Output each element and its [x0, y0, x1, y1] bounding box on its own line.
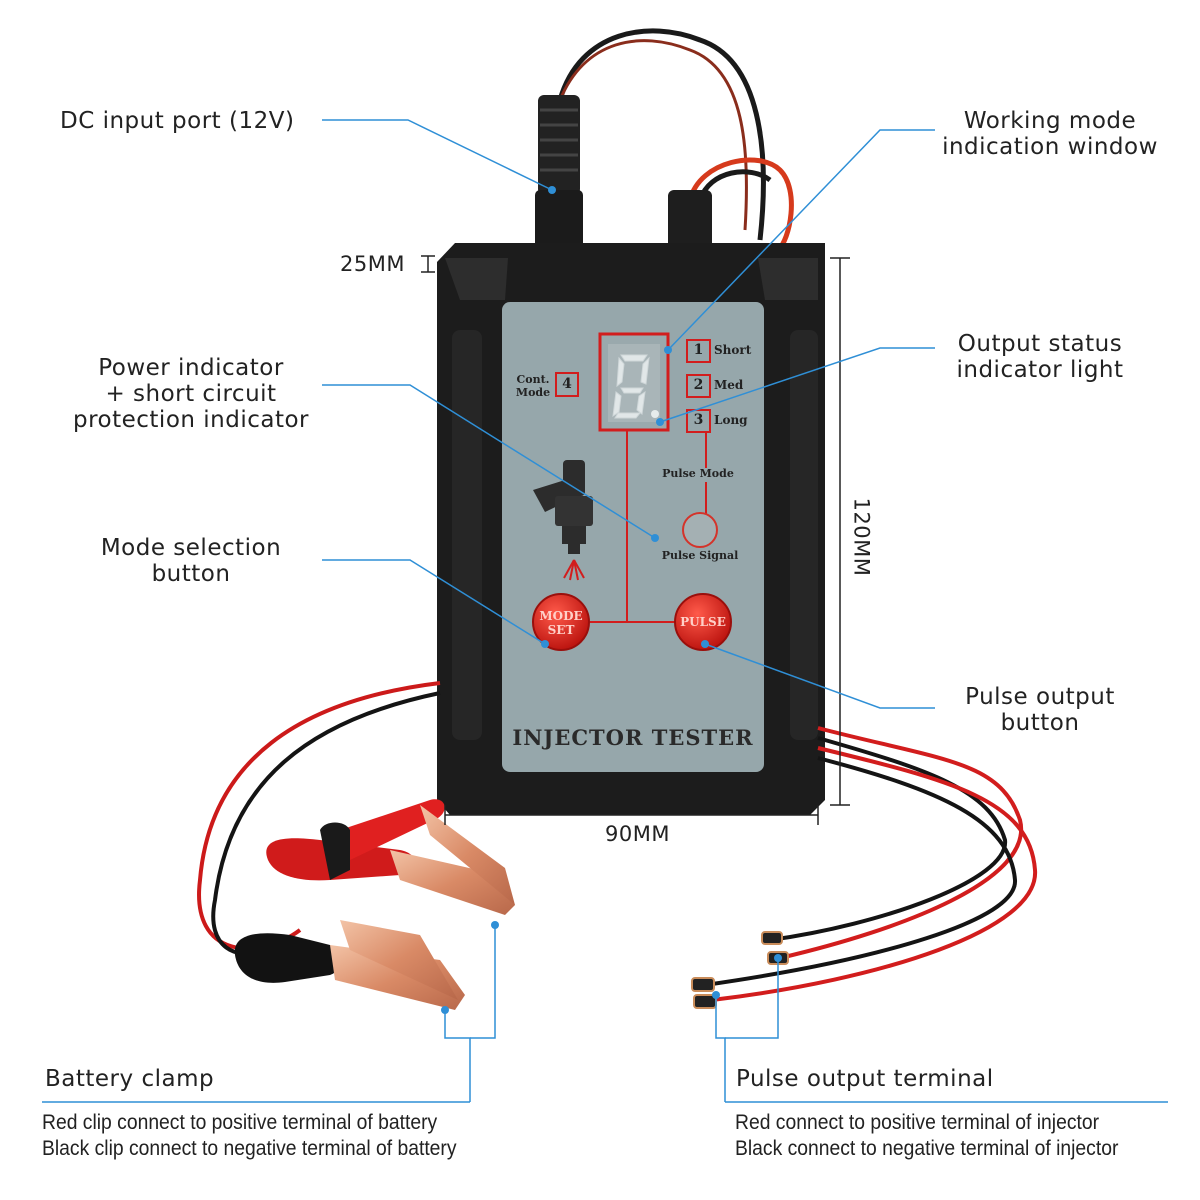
- power-indicator-line-3: protection indicator: [72, 407, 310, 433]
- mode-2-label: Med: [714, 378, 744, 392]
- cont-mode-label: Cont. Mode: [512, 373, 554, 399]
- pulse-output-wires: [691, 726, 1038, 1009]
- power-indicator-label: Power indicator + short circuit protecti…: [50, 355, 332, 433]
- pulse-output-line-2: button: [1000, 710, 1080, 736]
- dimension-lines: [421, 255, 850, 825]
- red-battery-clamp: [266, 799, 515, 915]
- mode-selection-line-2: button: [151, 561, 231, 587]
- mode-number-boxes: [555, 339, 711, 433]
- battery-clamp-notes: Red clip connect to positive terminal of…: [42, 1110, 457, 1162]
- mode-set-button[interactable]: [532, 593, 590, 651]
- pulse-button[interactable]: [674, 593, 732, 651]
- device-title: INJECTOR TESTER: [512, 725, 754, 750]
- cont-mode-number: 4: [562, 376, 572, 392]
- depth-dimension-label: 25MM: [340, 252, 405, 276]
- panel-circuit-lines: [590, 430, 707, 623]
- mode-1-label: Short: [714, 343, 752, 357]
- battery-note-red: Red clip connect to positive terminal of…: [42, 1111, 438, 1134]
- pulse-output-line-1: Pulse output: [965, 684, 1115, 710]
- cont-label: Cont.: [516, 373, 550, 386]
- mode-2-number: 2: [693, 377, 704, 393]
- power-indicator-line-2: + short circuit: [105, 381, 277, 407]
- dc-power-cable: [535, 28, 766, 252]
- device-body: [437, 243, 825, 815]
- output-status-line-1: Output status: [957, 331, 1123, 357]
- output-status-line-2: indicator light: [956, 357, 1124, 383]
- pulse-button-label: PULSE: [680, 615, 726, 629]
- output-status-label: Output status indicator light: [920, 331, 1160, 383]
- pulse-output-terminal-label: Pulse output terminal: [736, 1066, 994, 1092]
- mode-text: MODE: [539, 609, 583, 623]
- front-panel: [502, 302, 764, 772]
- pulse-signal-light: [682, 512, 718, 548]
- black-battery-clamp: [234, 822, 465, 1010]
- set-text: SET: [547, 623, 575, 637]
- working-mode-label: Working mode indication window: [925, 108, 1175, 160]
- working-mode-line-1: Working mode: [963, 108, 1137, 134]
- terminal-note-black: Black connect to negative terminal of in…: [735, 1137, 1119, 1160]
- terminal-note-red: Red connect to positive terminal of inje…: [735, 1111, 1100, 1134]
- mode-set-button-label: MODE SET: [533, 609, 589, 637]
- digit-display: [598, 332, 670, 432]
- mode-selection-label: Mode selection button: [70, 535, 312, 587]
- power-indicator-line-1: Power indicator: [98, 355, 284, 381]
- width-dimension-label: 90MM: [605, 822, 670, 846]
- height-dimension-label: 120MM: [849, 497, 874, 577]
- pulse-signal-label: Pulse Signal: [661, 549, 739, 562]
- mode-3-label: Long: [714, 413, 748, 427]
- pulse-output-button-label: Pulse output button: [930, 684, 1150, 736]
- battery-clamp-label: Battery clamp: [45, 1066, 215, 1092]
- dc-input-port-label: DC input port (12V): [60, 108, 295, 134]
- battery-note-black: Black clip connect to negative terminal …: [42, 1137, 457, 1160]
- pulse-cable-top: [668, 157, 794, 252]
- mode-3-number: 3: [693, 412, 704, 428]
- mode-1-number: 1: [693, 342, 704, 358]
- working-mode-line-2: indication window: [942, 134, 1158, 160]
- pulse-terminal-notes: Red connect to positive terminal of inje…: [735, 1110, 1118, 1162]
- pulse-mode-label: Pulse Mode: [662, 467, 734, 480]
- injector-icon: [533, 460, 593, 581]
- mode-selection-line-1: Mode selection: [100, 535, 282, 561]
- mode-label: Mode: [515, 386, 551, 399]
- callout-lines: [42, 119, 1168, 1103]
- callout-dots: [441, 186, 782, 1014]
